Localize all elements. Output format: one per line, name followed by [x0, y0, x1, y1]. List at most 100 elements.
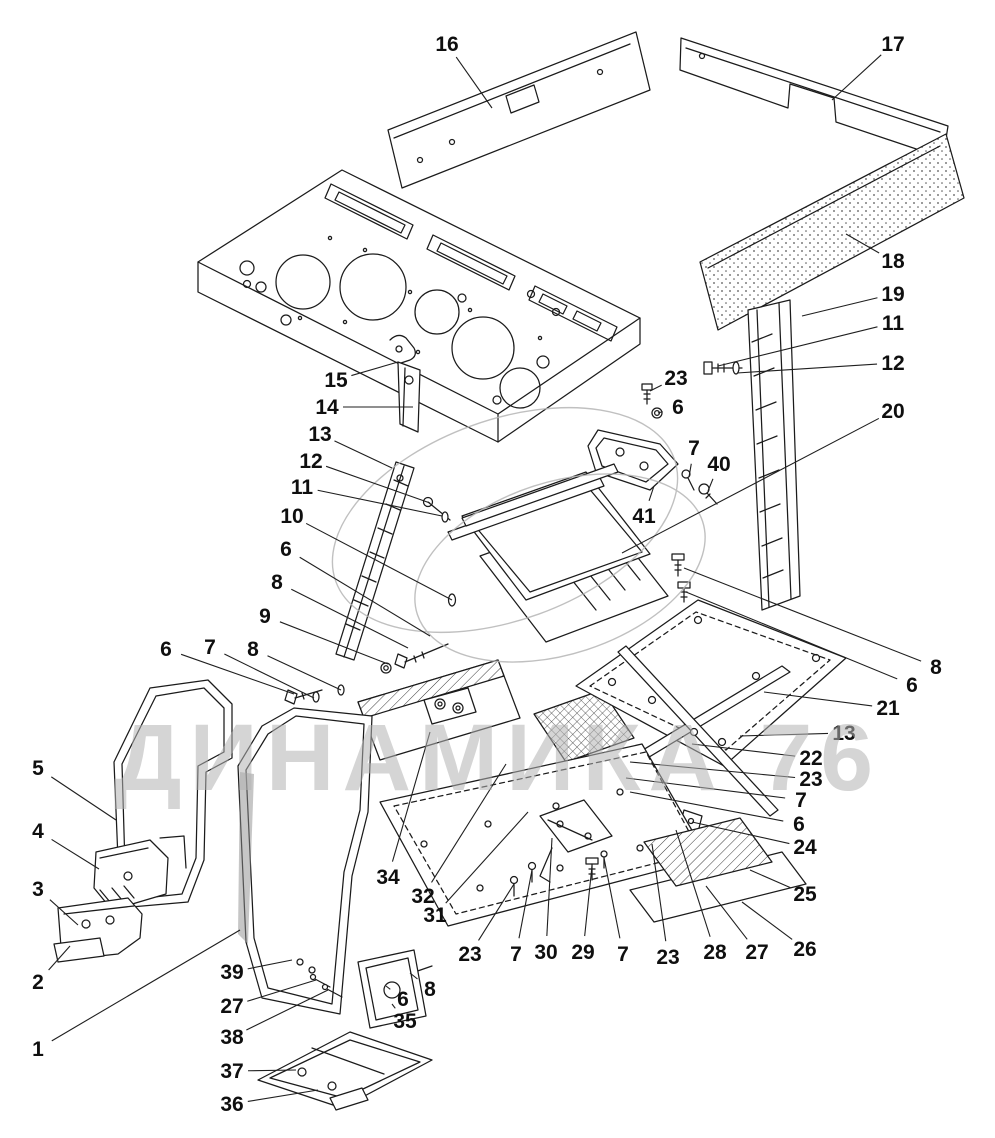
callout-19-3: 19 [881, 283, 904, 306]
callout-8-19: 8 [271, 571, 283, 594]
leader-line-29-44 [584, 865, 593, 937]
callout-12-15: 12 [299, 450, 322, 473]
leader-line-8-58 [409, 972, 418, 980]
callout-18-2: 18 [881, 250, 905, 273]
callout-9-20: 9 [259, 605, 271, 628]
leader-line-12-5 [736, 363, 878, 374]
leader-line-2-27 [48, 945, 71, 971]
callout-13-14: 13 [308, 423, 331, 446]
callout-8-29: 8 [930, 656, 942, 679]
leader-line-7-43 [603, 857, 621, 939]
callout-7-22: 7 [204, 636, 216, 659]
rear-panel-16 [387, 31, 651, 189]
callout-32-49: 32 [411, 885, 434, 908]
callout-41-11: 41 [632, 505, 656, 528]
leader-line-11-4 [717, 326, 878, 367]
callout-25-38: 25 [793, 883, 817, 906]
leader-line-22-33 [691, 743, 796, 757]
leader-line-27-52 [247, 979, 317, 1002]
callout-13-32: 13 [832, 722, 855, 745]
callout-37-54: 37 [220, 1060, 243, 1083]
bracket-41 [587, 383, 718, 505]
callout-35-57: 35 [393, 1010, 417, 1033]
leader-line-41-11 [648, 485, 655, 501]
heater-assembly-20 [447, 463, 669, 643]
callout-7-43: 7 [617, 943, 629, 966]
leader-line-13-32 [739, 732, 829, 737]
leader-line-9-20 [279, 621, 389, 665]
callout-7-35: 7 [795, 789, 807, 812]
leader-line-18-2 [845, 233, 880, 254]
right-pillar-19 [703, 299, 801, 611]
callout-23-34: 23 [799, 768, 822, 791]
callout-23-42: 23 [656, 946, 679, 969]
leader-line-21-31 [763, 691, 873, 707]
callout-11-4: 11 [882, 312, 905, 335]
bracket-3 [53, 897, 143, 963]
callout-14-13: 14 [315, 396, 339, 419]
leader-line-6-56 [385, 985, 391, 990]
callout-38-53: 38 [220, 1026, 244, 1049]
leader-line-6-8 [657, 411, 663, 414]
leader-line-38-53 [246, 989, 329, 1031]
callout-8-23: 8 [247, 638, 259, 661]
leader-line-35-57 [391, 1003, 396, 1009]
leader-line-6-36 [629, 791, 784, 822]
leader-line-32-49 [431, 763, 507, 883]
callout-11-16: 11 [291, 476, 314, 499]
leader-line-15-12 [351, 361, 399, 377]
callout-34-50: 34 [376, 866, 400, 889]
callout-2-27: 2 [32, 971, 44, 994]
heater-box [533, 689, 635, 763]
callout-24-37: 24 [793, 836, 817, 859]
leader-line-23-47 [478, 883, 515, 941]
leader-line-25-38 [749, 869, 791, 889]
leader-line-23-34 [629, 761, 796, 779]
callout-29-44: 29 [571, 941, 594, 964]
bracket-36-37 [257, 1031, 433, 1111]
exploded-drawing [53, 31, 965, 1111]
leader-line-27-40 [705, 885, 748, 940]
callout-6-18: 6 [280, 538, 292, 561]
leader-line-7-22 [224, 653, 315, 699]
callout-31-48: 31 [423, 904, 447, 927]
callout-3-26: 3 [32, 878, 44, 901]
leader-line-11-16 [317, 489, 443, 517]
leader-line-6-18 [299, 556, 431, 637]
callout-20-6: 20 [881, 400, 904, 423]
callout-27-52: 27 [220, 995, 243, 1018]
leader-line-5-24 [51, 776, 117, 821]
leader-line-13-14 [334, 440, 393, 469]
callout-40-10: 40 [707, 453, 730, 476]
leader-line-23-42 [651, 843, 667, 942]
leader-line-31-48 [445, 811, 529, 904]
bracket-35 [357, 949, 427, 1029]
leader-line-28-41 [675, 829, 711, 937]
callout-6-56: 6 [397, 988, 409, 1011]
bracket-4 [93, 839, 169, 911]
callout-27-40: 27 [745, 941, 768, 964]
leader-line-16-0 [455, 56, 493, 109]
callout-22-33: 22 [799, 747, 822, 770]
leader-line-7-9 [688, 463, 692, 478]
pedal-pad-25-rim-26 [629, 817, 807, 923]
leader-line-12-15 [325, 465, 431, 504]
leader-line-10-17 [305, 522, 453, 601]
callout-12-5: 12 [881, 352, 904, 375]
callout-5-24: 5 [32, 757, 44, 780]
callout-21-31: 21 [876, 697, 900, 720]
callout-16-0: 16 [435, 33, 458, 56]
callout-23-47: 23 [458, 943, 481, 966]
callout-17-1: 17 [881, 33, 904, 56]
callout-39-51: 39 [220, 961, 243, 984]
callout-23-7: 23 [664, 367, 687, 390]
callout-30-45: 30 [534, 941, 557, 964]
plate-34 [357, 659, 521, 761]
leader-line-26-39 [741, 901, 793, 940]
top-strip-17 [679, 37, 949, 159]
leader-line-7-46 [518, 869, 533, 939]
leader-line-8-23 [267, 655, 342, 691]
